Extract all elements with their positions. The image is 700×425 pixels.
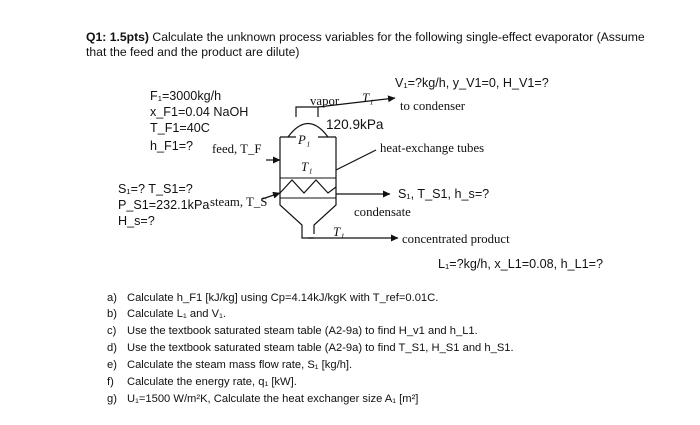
vapor-pressure: 120.9kPa xyxy=(326,117,384,132)
evaporator-temp-label: T₁ xyxy=(301,160,313,174)
question-line-1: Q1: 1.5pts) Calculate the unknown proces… xyxy=(86,30,645,45)
condensate-label: condensate xyxy=(354,205,411,219)
task-f: f) xyxy=(107,376,114,388)
product-spec: L₁=?kg/h, x_L1=0.08, h_L1=? xyxy=(438,257,603,271)
task-e-text: Calculate the steam mass flow rate, S₁ [… xyxy=(127,359,353,371)
task-d: d) xyxy=(107,342,117,354)
question-text-1: Calculate the unknown process variables … xyxy=(149,30,645,44)
vapor-arrow xyxy=(317,95,396,108)
steam-arrow xyxy=(261,191,281,200)
condensate-spec: S₁, T_S1, h_s=? xyxy=(398,187,490,201)
task-c-text: Use the textbook saturated steam table (… xyxy=(127,325,478,337)
heat-exchange-tubes-label: heat-exchange tubes xyxy=(380,141,485,155)
task-g-text: U₁=1500 W/m²K, Calculate the heat exchan… xyxy=(127,393,419,405)
evaporator-body xyxy=(279,137,337,234)
feed-temperature: T_F1=40C xyxy=(150,121,210,135)
task-b: b) xyxy=(107,308,117,320)
vapor-label: vapor xyxy=(310,94,340,108)
tubes-leader xyxy=(335,149,377,171)
feed-composition: x_F1=0.04 NaOH xyxy=(150,105,249,119)
task-c: c) xyxy=(107,325,117,337)
product-label: concentrated product xyxy=(402,232,510,246)
steam-pressure: P_S1=232.1kPa xyxy=(118,198,210,212)
task-g: g) xyxy=(107,393,117,405)
to-condenser-label: to condenser xyxy=(400,99,466,113)
task-f-text: Calculate the energy rate, q₁ [kW]. xyxy=(127,376,297,388)
vapor-spec: V₁=?kg/h, y_V1=0, H_V1=? xyxy=(395,76,549,90)
product-temp-label: T₁ xyxy=(333,225,345,239)
steam-stream-label: steam, T_S xyxy=(210,195,268,209)
task-a: a) xyxy=(107,292,117,304)
vapor-temp-label: T₁ xyxy=(362,91,374,105)
feed-enthalpy: h_F1=? xyxy=(150,139,194,153)
task-b-text: Calculate L₁ and V₁. xyxy=(127,308,226,320)
heat-exchange-tubes xyxy=(279,179,337,194)
steam-unknowns: S₁=? T_S1=? xyxy=(118,182,193,196)
task-e: e) xyxy=(107,359,117,371)
question-text-2: that the feed and the product are dilute… xyxy=(86,45,300,59)
feed-flow: F₁=3000kg/h xyxy=(150,89,222,103)
question-number: Q1: 1.5pts) xyxy=(86,30,149,44)
task-a-text: Calculate h_F1 [kJ/kg] using Cp=4.14kJ/k… xyxy=(127,292,439,304)
task-d-text: Use the textbook saturated steam table (… xyxy=(127,342,514,354)
steam-enthalpy: H_s=? xyxy=(118,214,155,228)
feed-stream-label: feed, T_F xyxy=(212,142,262,156)
evaporator-pressure-label: P₁ xyxy=(298,133,311,147)
evaporator-cap xyxy=(287,122,329,138)
vapor-pipe xyxy=(295,106,319,117)
